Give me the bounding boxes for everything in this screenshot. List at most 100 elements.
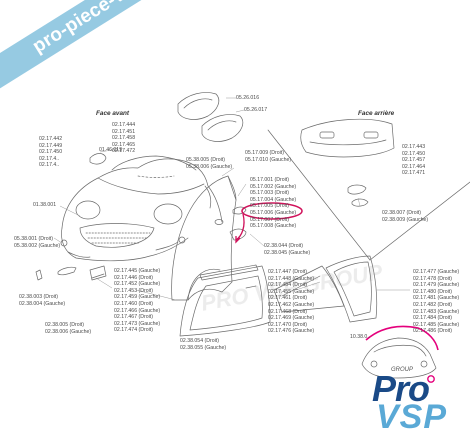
part-number-label: 05.17.007 (Droit) [250,216,289,223]
part-number-label: 02.17.455 (Gauche) [268,288,315,295]
part-number-label: 01.38.001 [33,202,57,208]
label-group-signal-left: 05.38.005 (Droit)05.38.006 (Gauche) [186,157,232,170]
label-group-grille: 01.38.001 [33,202,56,209]
part-number-label: 02.17.485 (Gauche) [413,321,460,328]
part-number-label: 02.38.007 (Droit) [382,210,421,216]
part-number-label: 02.17.443 [402,144,426,150]
rear-bumper-drawing [300,118,395,207]
part-number-label: 02.38.045 (Gauche) [264,249,311,256]
section-divider [369,181,470,261]
part-number-label: 02.17.453 (Droit) [114,287,153,294]
part-number-label: 02.17.448 (Gauche) [268,275,315,282]
logo-vsp-text: VSP [376,398,448,436]
small-parts-drawing [35,265,107,281]
part-number-label: 02.17.461 (Droit) [268,295,307,302]
label-group-wing-parts: 05.17.001 (Droit)05.17.002 (Gauche)05.17… [250,177,296,230]
rear-face-header: Face arrière [358,110,395,117]
part-number-label: 05.17.009 (Droit) [245,150,284,156]
part-number-label: 02.17.477 (Gauche) [413,269,460,275]
part-number-label: 05.38.002 (Gauche) [14,242,61,249]
part-number-label: 02.17.457 [402,157,426,164]
part-number-label: 02.17.476 (Gauche) [268,328,315,335]
part-number-label: 02.17.459 (Gauche) [114,294,161,301]
headlight-lenses-drawing [177,92,244,142]
part-number-label: 02.17.442 [39,136,63,142]
mini-car-highlight [365,325,439,351]
part-number-label: 02.17.447 (Droit) [268,269,307,275]
label-group-bottom-left-2: 02.38.005 (Droit)02.38.006 (Gauche) [45,322,91,335]
mini-car-drawing [361,337,437,379]
part-number-label: 02.17.445 (Gauche) [114,268,161,274]
label-group-rear-reflector: 02.38.007 (Droit)02.38.009 (Gauche) [382,210,428,223]
mirror-drawing [89,153,107,165]
part-number-label: 02.17.460 (Droit) [114,300,153,307]
part-number-label: 02.17.458 [112,135,136,142]
part-number-label: 02.38.005 (Droit) [45,322,84,328]
part-number-label: 02.17.472 [112,148,136,155]
part-number-label: 05.17.001 (Droit) [250,177,289,183]
label-group-door-rear: 02.17.477 (Gauche)02.17.478 (Droit)02.17… [413,269,459,335]
part-number-label: 05.26.016 [236,95,260,101]
part-number-label: 02.17.484 (Droit) [413,315,452,322]
part-number-label: 05.17.006 (Gauche) [250,209,297,216]
part-number-label: 02.17.478 (Droit) [413,275,452,282]
section-divider [267,129,371,261]
part-number-label: 02.38.054 (Droit) [180,338,219,344]
part-number-label: 05.17.010 (Gauche) [245,156,292,163]
part-number-label: 02.38.004 (Gauche) [19,300,66,307]
logo-pro-text: Pro [372,368,430,409]
part-number-label: 02.17.450 [39,149,63,156]
front-door-drawing [179,264,271,337]
part-number-label: 05.38.001 (Droit) [14,236,53,242]
part-number-label: 02.17.471 [402,170,426,177]
part-number-label: 02.17.4.. [39,155,60,162]
part-number-label: 02.17.450 [402,150,426,157]
provsp-logo [427,375,435,383]
label-group-mid-sill: 02.38.044 (Droit)02.38.045 (Gauche) [264,243,310,256]
part-number-label: 02.17.467 (Droit) [114,314,153,321]
part-number-label: 02.17.444 [112,122,136,128]
part-number-label: 02.17.452 (Gauche) [114,281,161,288]
front-wing-drawing [171,175,247,301]
label-group-signal-mid: 05.17.009 (Droit)05.17.010 (Gauche) [245,150,291,163]
part-number-label: 02.17.449 [39,142,63,149]
label-group-headlight-lens-2: 05.26.017 [244,107,267,114]
part-number-label: 02.38.006 (Gauche) [45,328,92,335]
part-number-label: 02.17.480 (Droit) [413,288,452,295]
part-number-label: 02.38.044 (Droit) [264,243,303,249]
label-group-bottom-left-1: 02.38.003 (Droit)02.38.004 (Gauche) [19,294,65,307]
label-group-headlight-lens: 05.26.016 [236,95,259,102]
part-number-label: 02.17.479 (Gauche) [413,282,460,289]
part-number-label: 02.17.446 (Droit) [114,274,153,281]
leader-lines [53,97,410,301]
part-number-label: 02.17.451 [112,128,136,135]
part-number-label: 10.38.0.. [350,334,371,340]
part-number-label: 02.17.482 (Droit) [413,301,452,308]
label-group-mirror: 01.46.019 [99,147,122,154]
part-number-label: 05.17.003 (Droit) [250,190,289,197]
rear-door-drawing [325,255,378,323]
part-number-label: 02.17.483 (Gauche) [413,308,460,315]
part-number-label: 02.17.473 (Gauche) [114,320,161,327]
part-number-label: 02.17.486 (Droit) [413,328,452,335]
part-number-label: 02.38.009 (Gauche) [382,216,429,223]
label-group-fog-left: 05.38.001 (Droit)05.38.002 (Gauche) [14,236,60,249]
part-number-label: 02.17.474 (Droit) [114,327,153,334]
part-number-label: 05.17.004 (Gauche) [250,196,297,203]
part-number-label: 02.17.465 [112,141,136,148]
part-number-label: 05.38.005 (Droit) [186,157,225,163]
label-group-door-front: 02.17.445 (Gauche)02.17.446 (Droit)02.17… [114,268,160,334]
front-car-drawing [60,155,223,262]
logo-accent-dot [427,375,435,383]
part-number-label: 02.17.4.. [39,162,60,169]
part-number-label: 05.17.002 (Gauche) [250,183,297,190]
label-group-door-mid: 02.17.447 (Droit)02.17.448 (Gauche) 02.17… [268,269,314,335]
part-number-label: 05.38.006 (Gauche) [186,163,233,170]
part-number-label: 05.17.008 (Gauche) [250,223,297,230]
part-number-label: 02.17.464 [402,163,426,170]
